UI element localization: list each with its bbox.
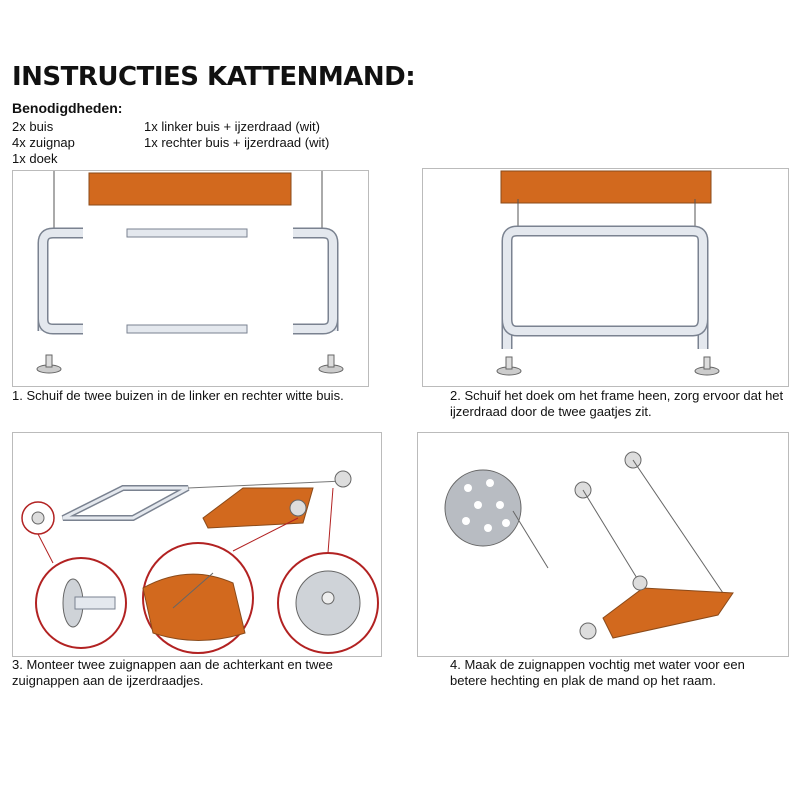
step-1-illustration <box>12 170 369 387</box>
step-4-caption: 4. Maak de zuignappen vochtig met water … <box>450 657 745 688</box>
page-title: INSTRUCTIES KATTENMAND: <box>12 62 416 92</box>
step-2-illustration <box>422 168 789 387</box>
supply-item: 1x linker buis + ijzerdraad (wit) <box>144 119 320 134</box>
supply-item: 1x doek <box>12 151 58 166</box>
step-2-caption: 2. Schuif het doek om het frame heen, zo… <box>450 388 784 419</box>
step-4-illustration <box>417 432 789 657</box>
supply-item: 1x rechter buis + ijzerdraad (wit) <box>144 135 330 150</box>
step-3-caption: 3. Monteer twee zuignappen aan de achter… <box>12 657 333 688</box>
supply-item: 4x zuignap <box>12 135 75 150</box>
supplies-heading: Benodigdheden: <box>12 100 123 116</box>
supply-item: 2x buis <box>12 119 54 134</box>
step-1-caption: 1. Schuif de twee buizen in de linker en… <box>12 388 344 403</box>
step-3-illustration <box>12 432 382 657</box>
